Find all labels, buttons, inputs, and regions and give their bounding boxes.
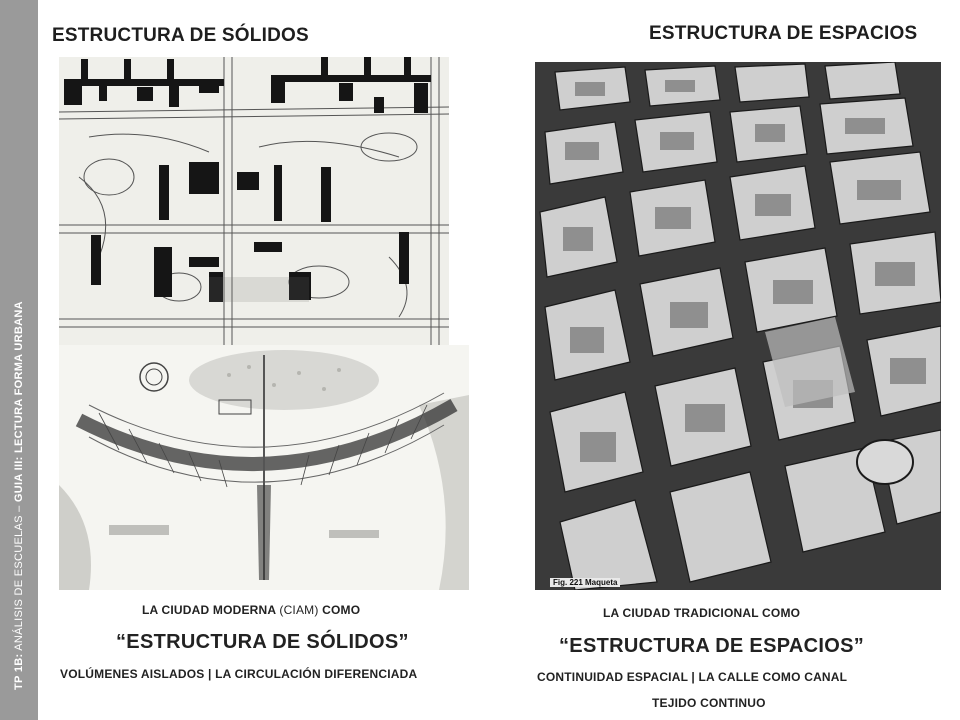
sidebar-title: TP 1B: ANÁLISIS DE ESCUELAS – GUIA III: … (13, 301, 25, 720)
left-caption-intro-text: LA CIUDAD MODERNA (142, 603, 280, 617)
right-caption-fabric: TEJIDO CONTINUO (652, 696, 766, 710)
sidebar-subject: ANÁLISIS DE ESCUELAS – (13, 502, 25, 654)
sidebar-course: TP 1B: (13, 653, 25, 690)
right-caption-title: “ESTRUCTURA DE ESPACIOS” (559, 635, 865, 657)
sidebar-band: TP 1B: ANÁLISIS DE ESCUELAS – GUIA III: … (0, 0, 38, 720)
left-caption-features: VOLÚMENES AISLADOS | LA CIRCULACIÓN DIFE… (60, 667, 418, 681)
modern-site-plan-image (59, 57, 449, 345)
left-caption-como: COMO (318, 603, 361, 617)
heading-solids: ESTRUCTURA DE SÓLIDOS (52, 25, 309, 46)
right-caption-intro: LA CIUDAD TRADICIONAL COMO (603, 606, 801, 620)
right-caption-features: CONTINUIDAD ESPACIAL | LA CALLE COMO CAN… (537, 670, 848, 684)
left-caption-intro: LA CIUDAD MODERNA (CIAM) COMO (142, 603, 360, 617)
left-caption-ciam: (CIAM) (279, 603, 319, 617)
sidebar-guide: GUIA III: LECTURA FORMA URBANA (13, 301, 25, 503)
traditional-city-model-image (535, 62, 941, 590)
figure-label: Fig. 221 Maqueta (550, 578, 621, 587)
heading-spaces: ESTRUCTURA DE ESPACIOS (649, 23, 918, 44)
brasilia-plan-image (59, 345, 469, 590)
left-caption-title: “ESTRUCTURA DE SÓLIDOS” (116, 631, 409, 653)
